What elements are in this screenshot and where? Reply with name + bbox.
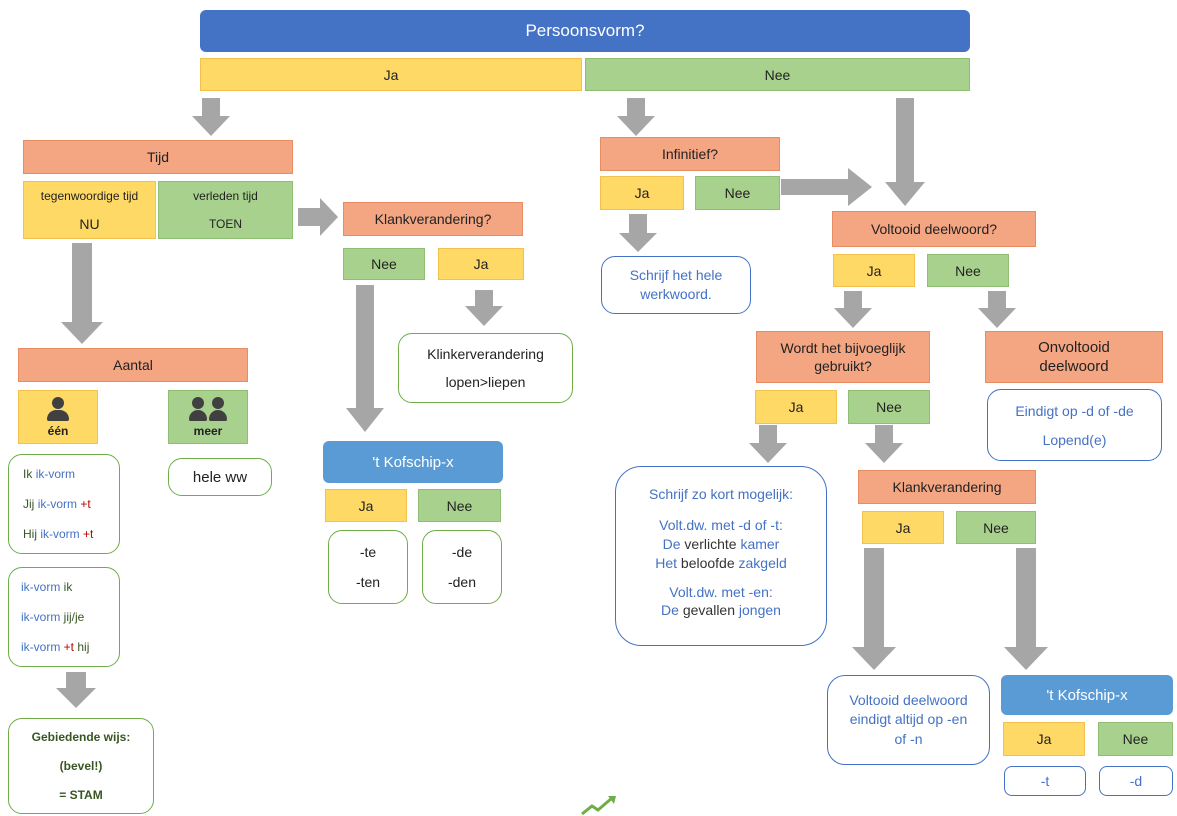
voltooid-box: Voltooid deelwoord? [832,211,1036,247]
arrow-bijvja-kort [749,425,787,463]
arrow-klanknee-kofschip [346,285,384,432]
arrow-infnee-voltooid [781,168,872,206]
klinker-line1: Klinkerverandering [427,346,544,362]
kort-title: Schrijf zo kort mogelijk: [649,486,793,502]
te-label: -te [359,544,377,560]
gebiedende-line3: = STAM [59,787,103,802]
d-box: -d [1099,766,1173,796]
klank2-nee: Nee [956,511,1036,544]
de-label: -de [451,544,473,560]
arrow-klanknee-kofschip2 [1004,548,1048,670]
kofschip2-ja: Ja [1003,722,1085,756]
kort-line1: Volt.dw. met -d of -t: [659,516,783,533]
arrow-ja-tijd [192,98,230,136]
top-nee: Nee [585,58,970,91]
t-box: -t [1004,766,1086,796]
klank-box: Klankverandering? [343,202,523,236]
verleden-box: verleden tijd TOEN [158,181,293,239]
form-row: ik-vorm ik [21,580,73,594]
arrow-toen-klank [298,198,338,236]
bijv-box: Wordt het bijvoeglijk gebruikt? [756,331,930,383]
infinitief-box: Infinitief? [600,137,780,171]
person-icon [47,396,69,421]
arrow-voltnee-onvoltooid [978,291,1016,328]
form-row: ik-vorm +t hij [21,640,90,654]
form-row: ik-vorm jij/je [21,610,85,624]
eindigt-line2: Lopend(e) [1042,431,1107,448]
chart-logo-icon [581,796,616,816]
den-label: -den [447,574,477,590]
hele-ww-box: hele ww [168,458,272,496]
kort-line4: Volt.dw. met -en: [669,583,773,600]
tegenwoordige-box: tegenwoordige tijd NU [23,181,156,239]
arrow-nee-infinitief [617,98,655,136]
kofschip-box: 't Kofschip-x [323,441,503,483]
een-label: één [47,423,69,438]
arrow-bijvnee-klank [865,425,903,463]
arrow-infja-schrijf [619,214,657,252]
kort-line3: Het beloofde zakgeld [655,554,787,571]
infinitief-ja: Ja [600,176,684,210]
verleden-label: verleden tijd [193,189,258,203]
forms1-box: Ik ik-vorm Jij ik-vorm +t Hij ik-vorm +t [8,454,120,554]
klinker-box: Klinkerverandering lopen>liepen [398,333,573,403]
klank2-box: Klankverandering [858,470,1036,504]
kort-box: Schrijf zo kort mogelijk: Volt.dw. met -… [615,466,827,646]
kofschip-nee: Nee [418,489,501,522]
arrow-klankja-voltooiden [852,548,896,670]
form-row: Hij ik-vorm +t [23,527,94,541]
form-row: Jij ik-vorm +t [23,497,91,511]
gebiedende-line2: (bevel!) [59,758,103,773]
eindigt-line1: Eindigt op -d of -de [1015,402,1134,419]
de-den-box: -de -den [422,530,502,604]
gebiedende-line1: Gebiedende wijs: [31,730,131,745]
nu-label: NU [79,215,100,232]
arrow-voltja-bijv [834,291,872,328]
arrow-klankja-klinker [465,290,503,326]
klank-ja: Ja [438,248,524,280]
toen-label: TOEN [208,217,243,231]
een-box: één [18,390,98,444]
onvoltooid-box: Onvoltooid deelwoord [985,331,1163,383]
arrow-nu-aantal [61,243,103,344]
kofschip2-box: 't Kofschip-x [1001,675,1173,715]
klinker-line2: lopen>liepen [445,374,526,390]
form-row: Ik ik-vorm [23,467,76,481]
meer-label: meer [193,423,223,438]
eindigt-box: Eindigt op -d of -de Lopend(e) [987,389,1162,461]
schrijf-box: Schrijf het hele werkwoord. [601,256,751,314]
top-ja: Ja [200,58,582,91]
tegenwoordige-label: tegenwoordige tijd [40,188,139,203]
gebiedende-box: Gebiedende wijs: (bevel!) = STAM [8,718,154,814]
voltooid-en-box: Voltooid deelwoord eindigt altijd op -en… [827,675,990,765]
arrow-forms-gebiedende [56,672,96,708]
kofschip2-nee: Nee [1098,722,1173,756]
voltooid-nee: Nee [927,254,1009,287]
aantal-box: Aantal [18,348,248,382]
tijd-box: Tijd [23,140,293,174]
bijv-ja: Ja [755,390,837,424]
meer-box: meer [168,390,248,444]
kort-line2: De verlichte kamer [662,535,780,552]
te-ten-box: -te -ten [328,530,408,604]
kofschip-ja: Ja [325,489,407,522]
arrow-nee-voltooid [885,98,925,206]
bijv-nee: Nee [848,390,930,424]
people-icon [189,396,227,421]
klank2-ja: Ja [862,511,944,544]
infinitief-nee: Nee [695,176,780,210]
ten-label: -ten [355,574,381,590]
voltooid-ja: Ja [833,254,915,287]
klank-nee: Nee [343,248,425,280]
forms2-box: ik-vorm ik ik-vorm jij/je ik-vorm +t hij [8,567,120,667]
title-persoonsvorm: Persoonsvorm? [200,10,970,52]
kort-line5: De gevallen jongen [661,602,781,619]
